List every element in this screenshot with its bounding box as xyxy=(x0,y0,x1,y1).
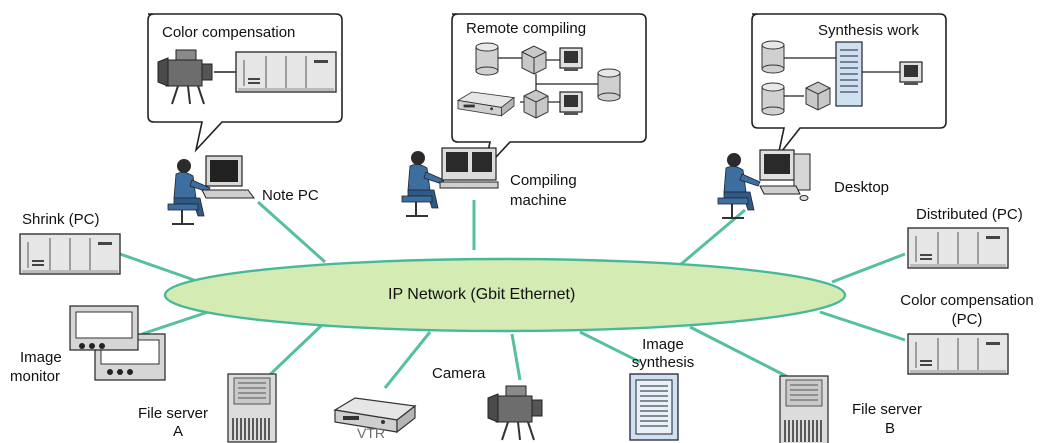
desktop-icon xyxy=(759,149,811,201)
monitor-icon xyxy=(559,91,583,116)
label-desktop: Desktop xyxy=(834,179,890,196)
disk-icon xyxy=(597,68,621,102)
camera-icon xyxy=(487,385,543,441)
network-links xyxy=(119,200,906,389)
image-synthesis-icon xyxy=(629,373,679,441)
link-image-monitor xyxy=(141,310,209,336)
label-compiling-machine-1: Compiling xyxy=(510,172,577,189)
label-distributed-pc: Distributed (PC) xyxy=(916,206,1023,223)
person-icon xyxy=(717,152,761,219)
server-cube-icon xyxy=(805,81,831,111)
disk-icon xyxy=(761,40,785,74)
label-camera: Camera xyxy=(432,365,486,382)
desktop-station xyxy=(717,149,811,219)
compiling-machine-station xyxy=(401,147,499,217)
label-image-synthesis-2: synthesis xyxy=(631,354,695,371)
callout-color-compensation xyxy=(147,13,343,153)
link-distributed xyxy=(831,252,906,284)
label-file-server-a-2: A xyxy=(172,423,183,440)
disk-icon xyxy=(761,82,785,116)
link-note-pc xyxy=(256,200,327,264)
label-image-synthesis-1: Image xyxy=(642,336,684,353)
label-image-monitor-1: Image xyxy=(20,349,62,366)
link-shrink xyxy=(119,252,195,282)
callout-title-color-compensation: Color compensation xyxy=(162,24,296,41)
color-compensation-pc-icon xyxy=(907,333,1009,375)
disk-icon xyxy=(475,42,499,76)
label-note-pc: Note PC xyxy=(262,187,319,204)
link-image-synthesis xyxy=(579,330,641,364)
monitor-icon xyxy=(899,61,923,86)
label-vtr: VTR xyxy=(357,425,385,441)
ip-network-ellipse xyxy=(163,257,847,333)
server-cube-icon xyxy=(521,45,547,75)
monitor-icon xyxy=(559,47,583,72)
label-image-monitor-2: monitor xyxy=(10,368,61,385)
callout-title-synthesis-work: Synthesis work xyxy=(818,22,919,39)
rack-pc-icon xyxy=(235,51,337,93)
label-color-compensation-pc-1: Color compensation xyxy=(900,292,1034,309)
link-camera xyxy=(510,333,522,381)
label-file-server-b-2: B xyxy=(884,420,895,437)
label-shrink-pc: Shrink (PC) xyxy=(22,211,100,228)
image-monitor-icon xyxy=(69,305,166,381)
label-compiling-machine-2: machine xyxy=(510,192,567,209)
label-color-compensation-pc-2: (PC) xyxy=(951,311,983,328)
label-file-server-a-1: File server xyxy=(138,405,209,422)
person-icon xyxy=(401,150,445,217)
laptop-icon xyxy=(201,155,255,199)
link-vtr xyxy=(383,331,432,389)
note-pc-station xyxy=(167,155,255,225)
file-server-a-icon xyxy=(227,373,277,443)
label-file-server-b-1: File server xyxy=(852,401,923,418)
workstation-icon xyxy=(835,41,863,107)
workstation-icon xyxy=(439,147,499,189)
network-label: IP Network (Gbit Ethernet) xyxy=(388,286,576,303)
file-server-b-icon xyxy=(779,375,829,443)
link-color-compensation xyxy=(819,310,906,342)
server-cube-icon xyxy=(523,89,549,119)
callout-title-remote-compiling: Remote compiling xyxy=(466,20,587,37)
distributed-pc-icon xyxy=(907,227,1009,269)
callout-remote-compiling xyxy=(451,13,647,173)
link-desktop xyxy=(679,208,746,267)
shrink-pc-icon xyxy=(19,233,121,275)
link-file-server-b xyxy=(689,325,791,380)
